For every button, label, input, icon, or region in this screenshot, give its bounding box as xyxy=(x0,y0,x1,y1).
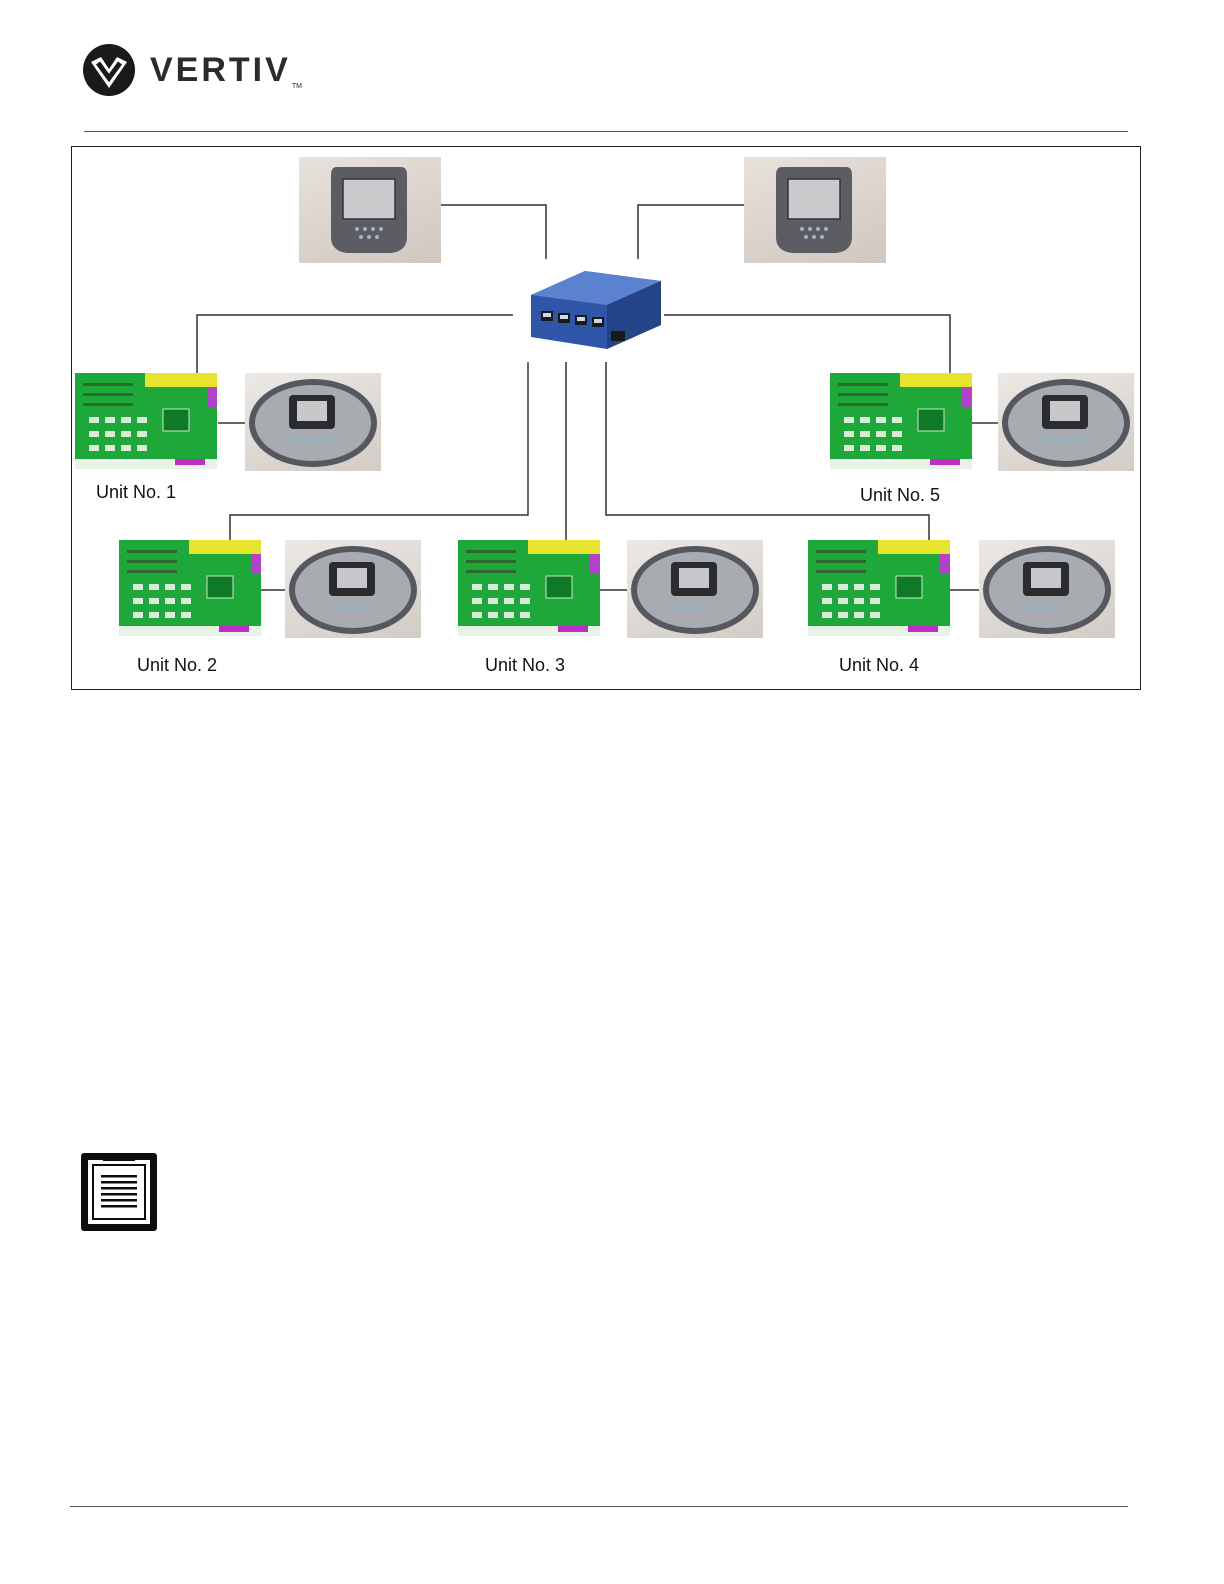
wall-display-right xyxy=(744,157,886,263)
wall-display-left xyxy=(299,157,441,263)
controller-panel-icon xyxy=(285,540,421,638)
controller-panel-unit-1 xyxy=(245,373,381,471)
wire-display-right xyxy=(638,205,744,259)
control-board-unit-2 xyxy=(119,540,261,636)
control-board-icon xyxy=(830,373,972,469)
network-diagram: Unit No. 1 Unit No. 5 xyxy=(71,146,1141,690)
unit-label-3: Unit No. 3 xyxy=(485,655,565,676)
control-board-unit-1 xyxy=(75,373,217,469)
control-board-unit-3 xyxy=(458,540,600,636)
brand-name: VERTIVTM xyxy=(150,51,302,90)
controller-panel-unit-4 xyxy=(979,540,1115,638)
control-board-unit-4 xyxy=(808,540,950,636)
unit-label-4: Unit No. 4 xyxy=(839,655,919,676)
control-board-icon xyxy=(808,540,950,636)
brand-trademark: TM xyxy=(292,83,302,90)
note-clipboard-icon xyxy=(79,1151,159,1233)
wall-display-icon xyxy=(299,157,441,263)
controller-panel-unit-5 xyxy=(998,373,1134,471)
header-divider xyxy=(84,131,1128,132)
unit-label-1: Unit No. 1 xyxy=(96,482,176,503)
controller-panel-icon xyxy=(998,373,1134,471)
controller-panel-unit-2 xyxy=(285,540,421,638)
network-switch-icon xyxy=(525,259,667,351)
controller-panel-icon xyxy=(245,373,381,471)
unit-label-2: Unit No. 2 xyxy=(137,655,217,676)
wire-unit-5 xyxy=(664,315,950,375)
wire-unit-1 xyxy=(197,315,513,375)
controller-panel-unit-3 xyxy=(627,540,763,638)
wall-display-icon xyxy=(744,157,886,263)
control-board-icon xyxy=(458,540,600,636)
controller-panel-icon xyxy=(627,540,763,638)
controller-panel-icon xyxy=(979,540,1115,638)
vertiv-logo-icon xyxy=(82,43,136,97)
network-switch xyxy=(525,259,667,351)
control-board-icon xyxy=(75,373,217,469)
control-board-icon xyxy=(119,540,261,636)
vertiv-logo: VERTIVTM xyxy=(82,42,302,98)
wire-display-left xyxy=(440,205,546,259)
unit-label-5: Unit No. 5 xyxy=(860,485,940,506)
footer-divider xyxy=(70,1506,1128,1507)
control-board-unit-5 xyxy=(830,373,972,469)
